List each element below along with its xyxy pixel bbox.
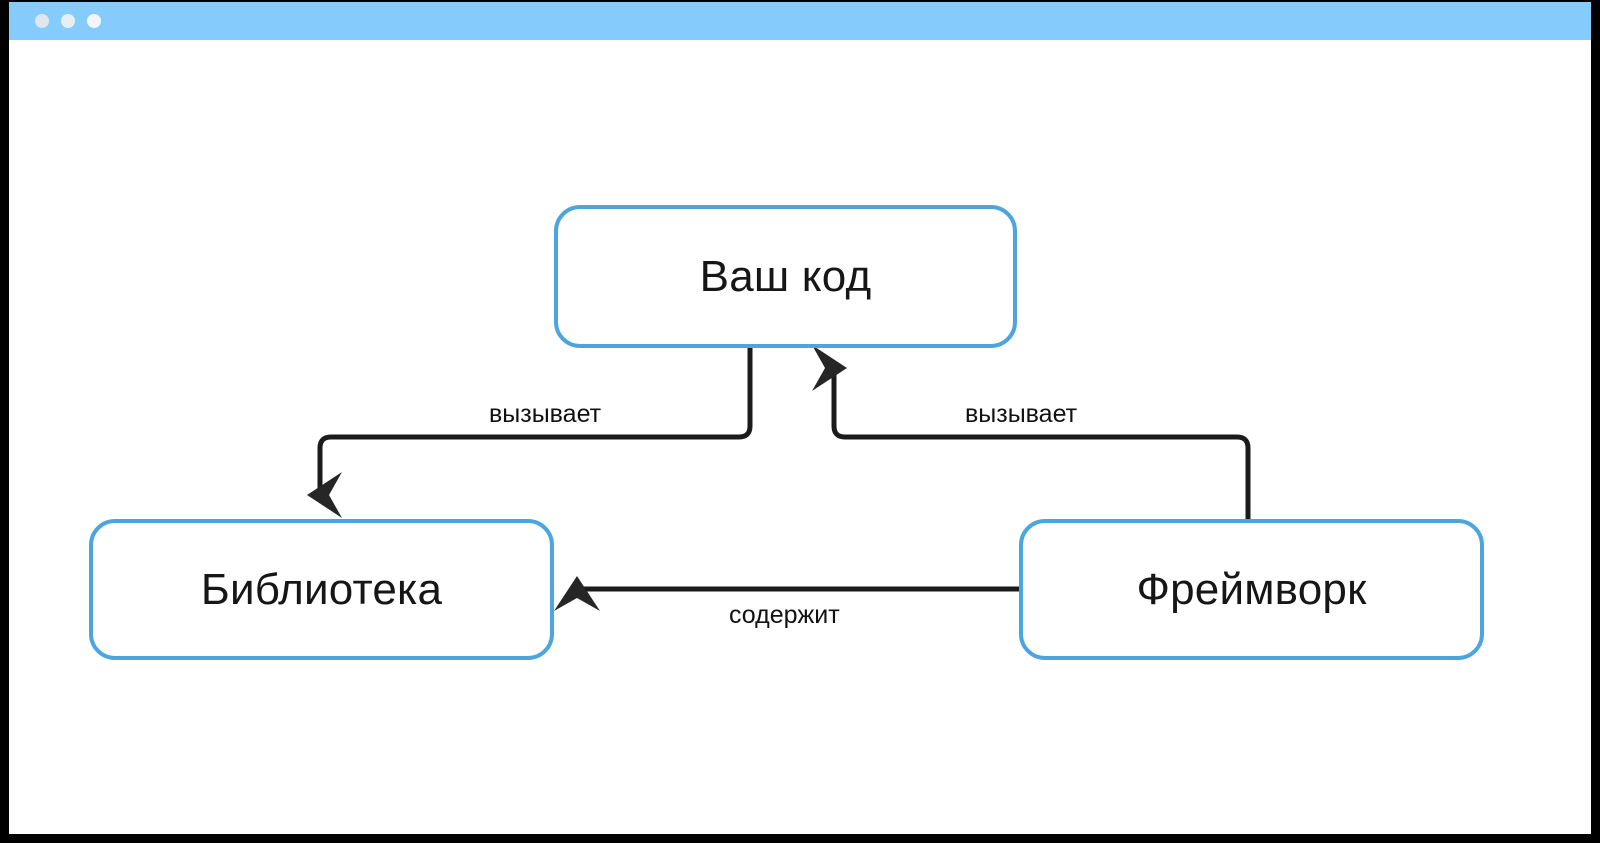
diagram-connectors [307, 344, 1251, 611]
edge-label-calls-left: вызывает [483, 400, 608, 429]
window-titlebar [9, 2, 1591, 40]
edge-label-contains: содержит [723, 601, 846, 630]
node-your-code[interactable]: Ваш код [554, 205, 1017, 348]
node-library[interactable]: Библиотека [89, 519, 554, 660]
window-controls [35, 14, 101, 28]
close-dot-icon[interactable] [35, 14, 49, 28]
node-framework-label: Фреймворк [1136, 564, 1367, 614]
minimize-dot-icon[interactable] [61, 14, 75, 28]
edge-your-code-to-library [307, 348, 753, 519]
edge-label-calls-right: вызывает [959, 400, 1084, 429]
diagram-canvas: Ваш код Библиотека Фреймворк вызывает вы… [9, 40, 1591, 834]
maximize-dot-icon[interactable] [87, 14, 101, 28]
node-framework[interactable]: Фреймворк [1019, 519, 1484, 660]
node-library-label: Библиотека [200, 564, 443, 614]
node-your-code-label: Ваш код [699, 251, 872, 301]
edge-framework-to-your-code [812, 344, 1251, 519]
